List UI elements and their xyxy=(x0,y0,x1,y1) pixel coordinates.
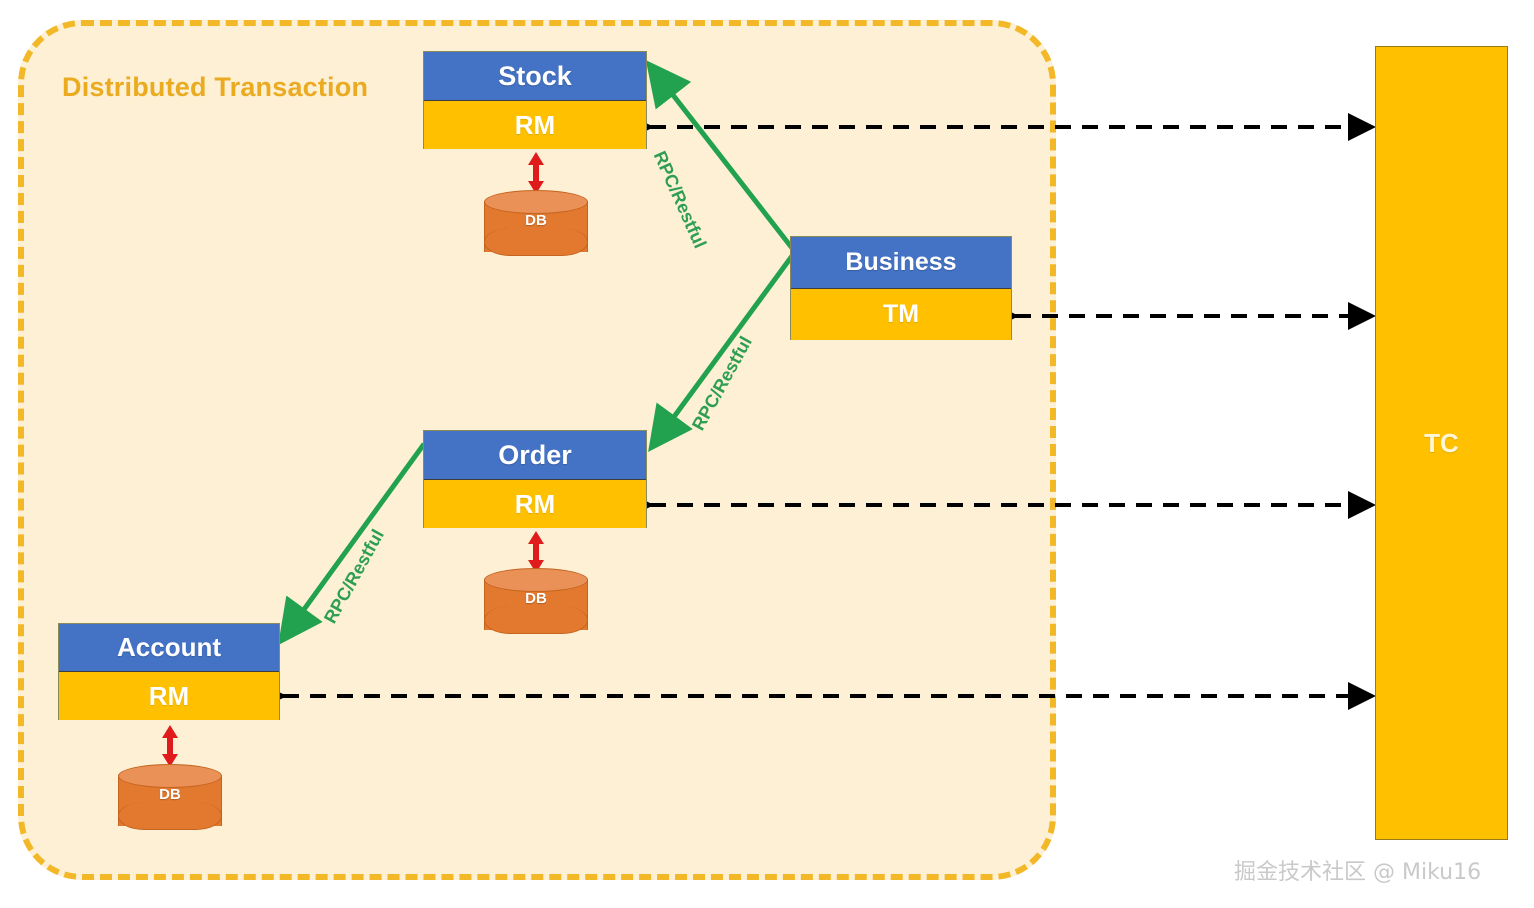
service-node-account[interactable]: Account RM xyxy=(58,623,280,720)
service-node-stock[interactable]: Stock RM xyxy=(423,51,647,149)
db-link-account xyxy=(162,725,178,767)
db-top xyxy=(484,568,588,592)
database-icon-account: DB xyxy=(118,764,222,834)
service-layer-business: TM xyxy=(791,289,1011,340)
service-node-order[interactable]: Order RM xyxy=(423,430,647,528)
db-top xyxy=(484,190,588,214)
service-node-business[interactable]: Business TM xyxy=(790,236,1012,340)
tc-label: TC xyxy=(1424,427,1459,458)
db-bottom xyxy=(484,228,588,256)
db-link-stock xyxy=(528,152,544,194)
service-name-order: Order xyxy=(424,431,646,480)
watermark-text: 掘金技术社区 @ Miku16 xyxy=(1234,860,1482,885)
distributed-transaction-title: Distributed Transaction xyxy=(62,72,369,102)
db-label-order: DB xyxy=(525,590,547,607)
service-name-account: Account xyxy=(59,624,279,672)
db-bottom xyxy=(484,606,588,634)
db-label-account: DB xyxy=(159,786,181,803)
db-label-stock: DB xyxy=(525,212,547,229)
transaction-coordinator-node[interactable]: TC xyxy=(1375,46,1508,840)
db-link-order xyxy=(528,531,544,573)
db-top xyxy=(118,764,222,788)
db-bottom xyxy=(118,802,222,830)
service-layer-stock: RM xyxy=(424,101,646,149)
service-name-stock: Stock xyxy=(424,52,646,101)
database-icon-stock: DB xyxy=(484,190,588,260)
service-name-business: Business xyxy=(791,237,1011,289)
database-icon-order: DB xyxy=(484,568,588,638)
service-layer-order: RM xyxy=(424,480,646,528)
service-layer-account: RM xyxy=(59,672,279,720)
